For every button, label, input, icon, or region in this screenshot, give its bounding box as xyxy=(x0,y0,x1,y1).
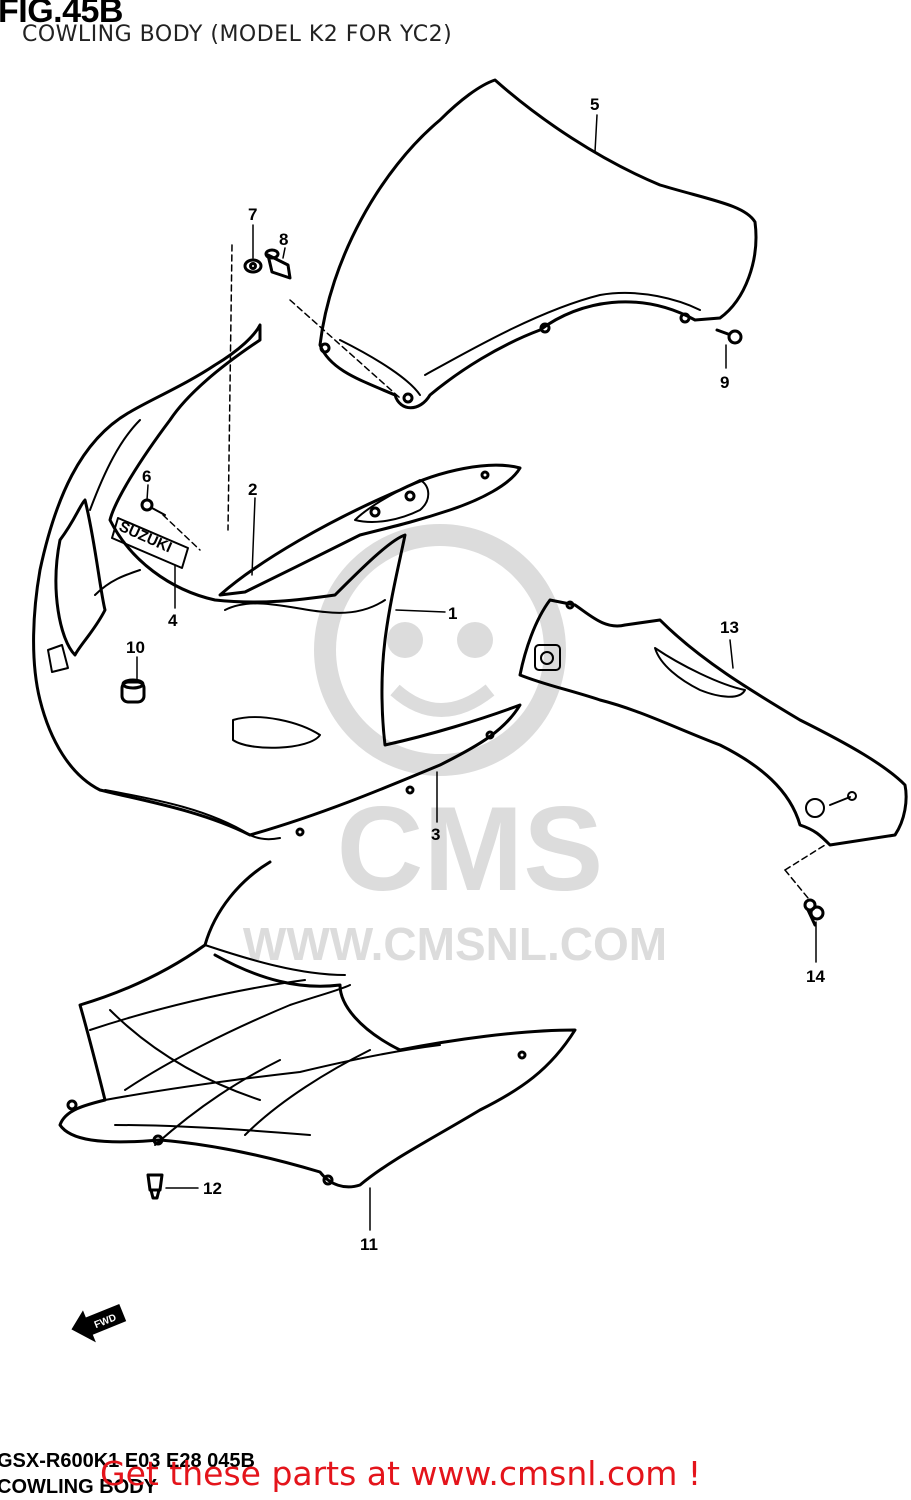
callout-7: 7 xyxy=(248,205,257,224)
forward-arrow-icon: FWD xyxy=(71,1304,127,1343)
callout-1: 1 xyxy=(448,604,457,623)
part-inner-side-panel xyxy=(518,598,908,847)
callout-5: 5 xyxy=(590,95,599,114)
part-cowling-lower xyxy=(104,764,441,841)
part-grommet xyxy=(120,678,146,704)
part-upper-cowling xyxy=(32,323,522,837)
part-fastener-12 xyxy=(146,1173,164,1200)
part-under-cowling xyxy=(58,860,577,1189)
callout-8: 8 xyxy=(279,230,288,249)
callout-3: 3 xyxy=(431,825,440,844)
figure-number: FIG.45B xyxy=(0,0,123,30)
callout-leaders xyxy=(136,114,817,1231)
part-inner-panel xyxy=(218,463,522,597)
part-intake-left xyxy=(47,419,141,673)
footer-model-code: GSX-R600K1 E03 E28 045B xyxy=(0,1450,255,1472)
callout-12: 12 xyxy=(203,1179,222,1198)
callout-13: 13 xyxy=(720,618,739,637)
callout-11: 11 xyxy=(360,1235,378,1254)
watermark-brand: CMS xyxy=(337,782,604,916)
watermark-mascot-eye xyxy=(457,622,493,658)
part-windscreen xyxy=(318,78,758,410)
callout-9: 9 xyxy=(720,373,729,392)
part-emblem xyxy=(111,517,189,569)
part-screw-9 xyxy=(715,328,743,345)
watermark-mascot-eye xyxy=(387,622,423,658)
part-spacer xyxy=(264,248,292,280)
get-parts-link[interactable]: Get these parts at www.cmsnl.com ! xyxy=(100,1454,702,1493)
part-nut xyxy=(243,258,263,274)
watermark-url: WWW.CMSNL.COM xyxy=(243,918,667,970)
watermark: CMS WWW.CMSNL.COM xyxy=(243,524,667,970)
footer-section-name: COWLING BODY xyxy=(0,1476,157,1498)
callout-10: 10 xyxy=(126,638,145,657)
callout-2: 2 xyxy=(248,480,257,499)
assembly-leaders xyxy=(162,244,826,899)
figure-subtitle: COWLING BODY (MODEL K2 FOR YC2) xyxy=(22,22,453,47)
part-bolt-14 xyxy=(803,898,825,927)
callouts: 5 7 8 9 6 2 4 1 13 10 3 14 12 11 xyxy=(126,95,825,1254)
part-screw-6 xyxy=(140,498,166,516)
callout-4: 4 xyxy=(168,611,178,630)
parts-diagram: CMS WWW.CMSNL.COM xyxy=(32,78,908,1343)
watermark-mascot-mouth xyxy=(390,684,495,717)
callout-14: 14 xyxy=(806,967,825,986)
callout-6: 6 xyxy=(142,467,151,486)
emblem-text: SUZUKI xyxy=(116,518,174,556)
